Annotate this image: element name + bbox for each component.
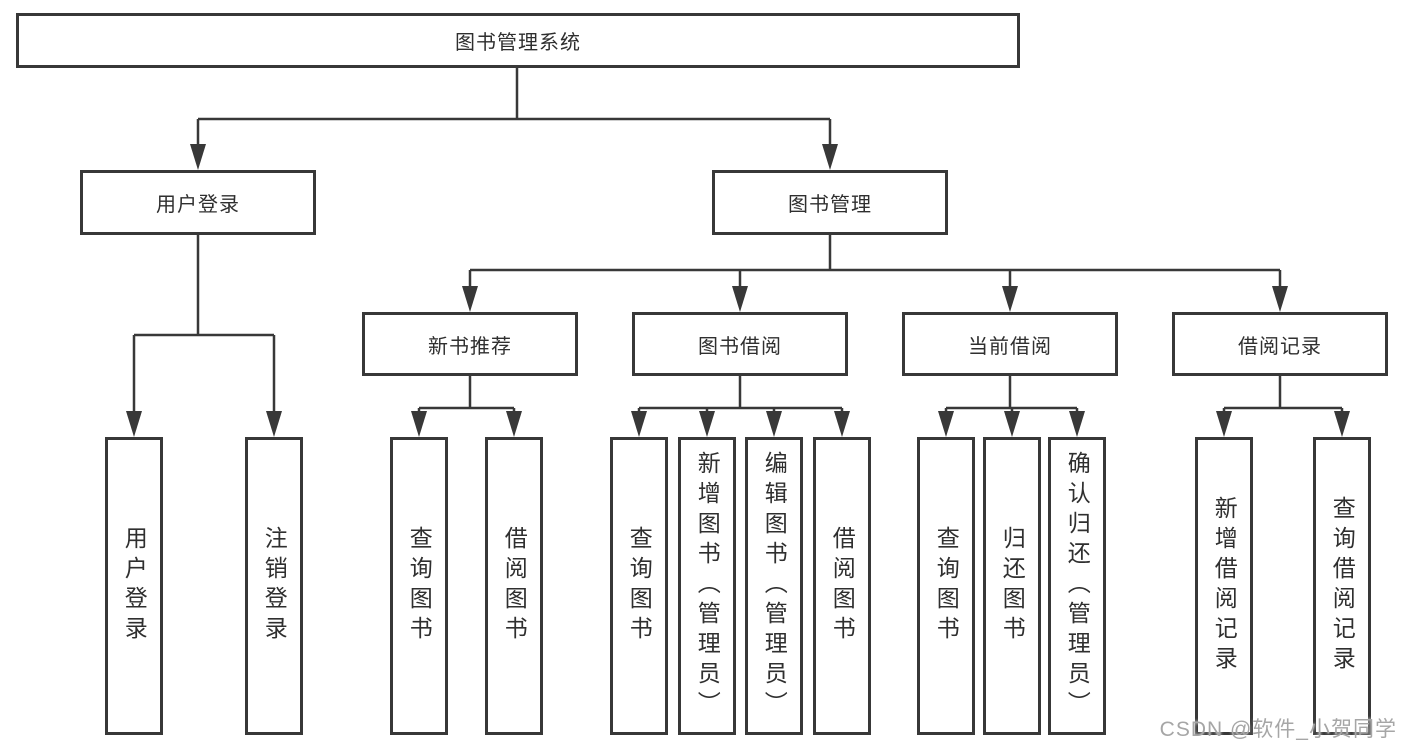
node-leaf-current-return-books: 归还图书 xyxy=(983,437,1041,735)
arrowhead-icon xyxy=(1069,411,1085,437)
node-label: 借阅图书 xyxy=(829,526,856,646)
arrowhead-icon xyxy=(631,411,647,437)
node-leaf-newbooks-query-books: 查询图书 xyxy=(390,437,448,735)
arrowhead-icon xyxy=(1216,411,1232,437)
node-leaf-records-add-borrow-record: 新增借阅记录 xyxy=(1195,437,1253,735)
edge-records-to-leaves xyxy=(1222,376,1344,415)
node-label: 图书管理系统 xyxy=(455,32,581,54)
node-label: 借阅记录 xyxy=(1238,335,1322,358)
arrowhead-icon xyxy=(766,411,782,437)
arrowhead-icon xyxy=(126,411,142,437)
edge-root-to-level1 xyxy=(196,68,832,148)
node-label: 查询图书 xyxy=(626,526,653,646)
node-leaf-records-query-borrow-record: 查询借阅记录 xyxy=(1313,437,1371,735)
node-category-borrow-records: 借阅记录 xyxy=(1172,312,1388,376)
node-category-current-borrowing: 当前借阅 xyxy=(902,312,1118,376)
node-label: 查询借阅记录 xyxy=(1329,496,1356,676)
node-label: 注销登录 xyxy=(261,526,288,646)
node-label: 图书管理 xyxy=(788,194,872,216)
node-label: 借阅图书 xyxy=(501,526,528,646)
node-label: 图书借阅 xyxy=(698,335,782,358)
arrowhead-icon xyxy=(938,411,954,437)
arrowhead-icon xyxy=(1002,286,1018,312)
node-leaf-logout: 注销登录 xyxy=(245,437,303,735)
node-leaf-borrowing-borrow-books: 借阅图书 xyxy=(813,437,871,735)
arrowhead-icon xyxy=(266,411,282,437)
csdn-watermark: CSDN @软件_小贺同学 xyxy=(1159,718,1397,741)
node-label: 归还图书 xyxy=(999,526,1026,646)
node-leaf-current-query-books: 查询图书 xyxy=(917,437,975,735)
arrowhead-icon xyxy=(822,144,838,170)
node-category-new-book-recommend: 新书推荐 xyxy=(362,312,578,376)
arrowhead-icon xyxy=(411,411,427,437)
edge-newbooks-to-leaves xyxy=(417,376,516,415)
arrowhead-icons xyxy=(126,144,1350,437)
node-leaf-borrowing-edit-books-admin: 编辑图书（管理员） xyxy=(745,437,803,735)
node-book-management-branch: 图书管理 xyxy=(712,170,948,235)
arrowhead-icon xyxy=(506,411,522,437)
node-leaf-borrowing-add-books-admin: 新增图书（管理员） xyxy=(678,437,736,735)
node-label: 查询图书 xyxy=(933,526,960,646)
node-leaf-borrowing-query-books: 查询图书 xyxy=(610,437,668,735)
node-label: 编辑图书（管理员） xyxy=(761,451,788,721)
node-label: 查询图书 xyxy=(406,526,433,646)
arrowhead-icon xyxy=(732,286,748,312)
node-label: 当前借阅 xyxy=(968,335,1052,358)
node-label: 新增借阅记录 xyxy=(1211,496,1238,676)
node-leaf-newbooks-borrow-books: 借阅图书 xyxy=(485,437,543,735)
arrowhead-icon xyxy=(834,411,850,437)
edge-borrowing-to-leaves xyxy=(637,376,844,415)
arrowhead-icon xyxy=(1272,286,1288,312)
node-user-login-branch: 用户登录 xyxy=(80,170,316,235)
edge-user-login-to-leaves xyxy=(132,235,276,415)
node-leaf-user-login: 用户登录 xyxy=(105,437,163,735)
edge-book-mgmt-to-categories xyxy=(468,235,1282,290)
arrowhead-icon xyxy=(1334,411,1350,437)
node-root: 图书管理系统 xyxy=(16,13,1020,68)
node-label: 用户登录 xyxy=(121,526,148,646)
node-label: 用户登录 xyxy=(156,194,240,216)
node-label: 新书推荐 xyxy=(428,335,512,358)
node-label: 确认归还（管理员） xyxy=(1064,451,1091,721)
edge-current-to-leaves xyxy=(944,376,1079,415)
node-category-book-borrowing: 图书借阅 xyxy=(632,312,848,376)
arrowhead-icon xyxy=(699,411,715,437)
arrowhead-icon xyxy=(462,286,478,312)
node-label: 新增图书（管理员） xyxy=(694,451,721,721)
arrowhead-icon xyxy=(1004,411,1020,437)
arrowhead-icon xyxy=(190,144,206,170)
tree-edges xyxy=(132,68,1344,415)
node-leaf-current-confirm-return-admin: 确认归还（管理员） xyxy=(1048,437,1106,735)
